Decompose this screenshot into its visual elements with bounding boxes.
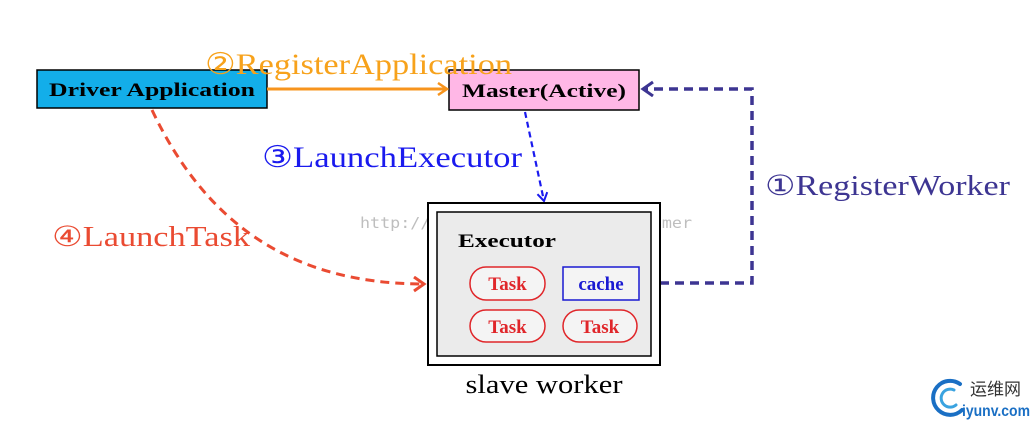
master-node: Master(Active) xyxy=(448,69,640,111)
executor-label: Executor xyxy=(458,231,557,252)
register-worker-label: ①RegisterWorker xyxy=(765,171,1011,202)
task-label: Task xyxy=(488,274,527,295)
task-label: Task xyxy=(488,317,527,338)
launch-task-arrow xyxy=(150,109,424,284)
register-application-label: ②RegisterApplication xyxy=(205,48,512,81)
logo-name: 运维网 xyxy=(970,380,1021,400)
launch-task-label: ④LaunchTask xyxy=(52,222,250,253)
logo-domain: iyunv.com xyxy=(962,403,1030,420)
task-pill xyxy=(469,266,546,301)
cache-label: cache xyxy=(578,274,623,295)
task-label: Task xyxy=(581,317,620,338)
slave-worker-node: Executor Task cache Task Task slave work… xyxy=(427,202,661,399)
master-label: Master(Active) xyxy=(462,81,626,102)
launch-executor-arrow xyxy=(523,111,549,203)
swirl-logo-icon xyxy=(931,378,964,417)
cache-box xyxy=(562,266,640,301)
task-pill xyxy=(562,309,638,343)
slave-worker-label: slave worker xyxy=(466,370,623,399)
register-worker-arrow xyxy=(643,89,754,285)
launch-executor-label: ③LaunchExecutor xyxy=(262,141,522,174)
site-logo: 运维网 iyunv.com xyxy=(931,378,1030,420)
master-box xyxy=(448,69,640,111)
task-pill xyxy=(469,309,546,343)
driver-application-label: Driver Application xyxy=(49,80,256,101)
